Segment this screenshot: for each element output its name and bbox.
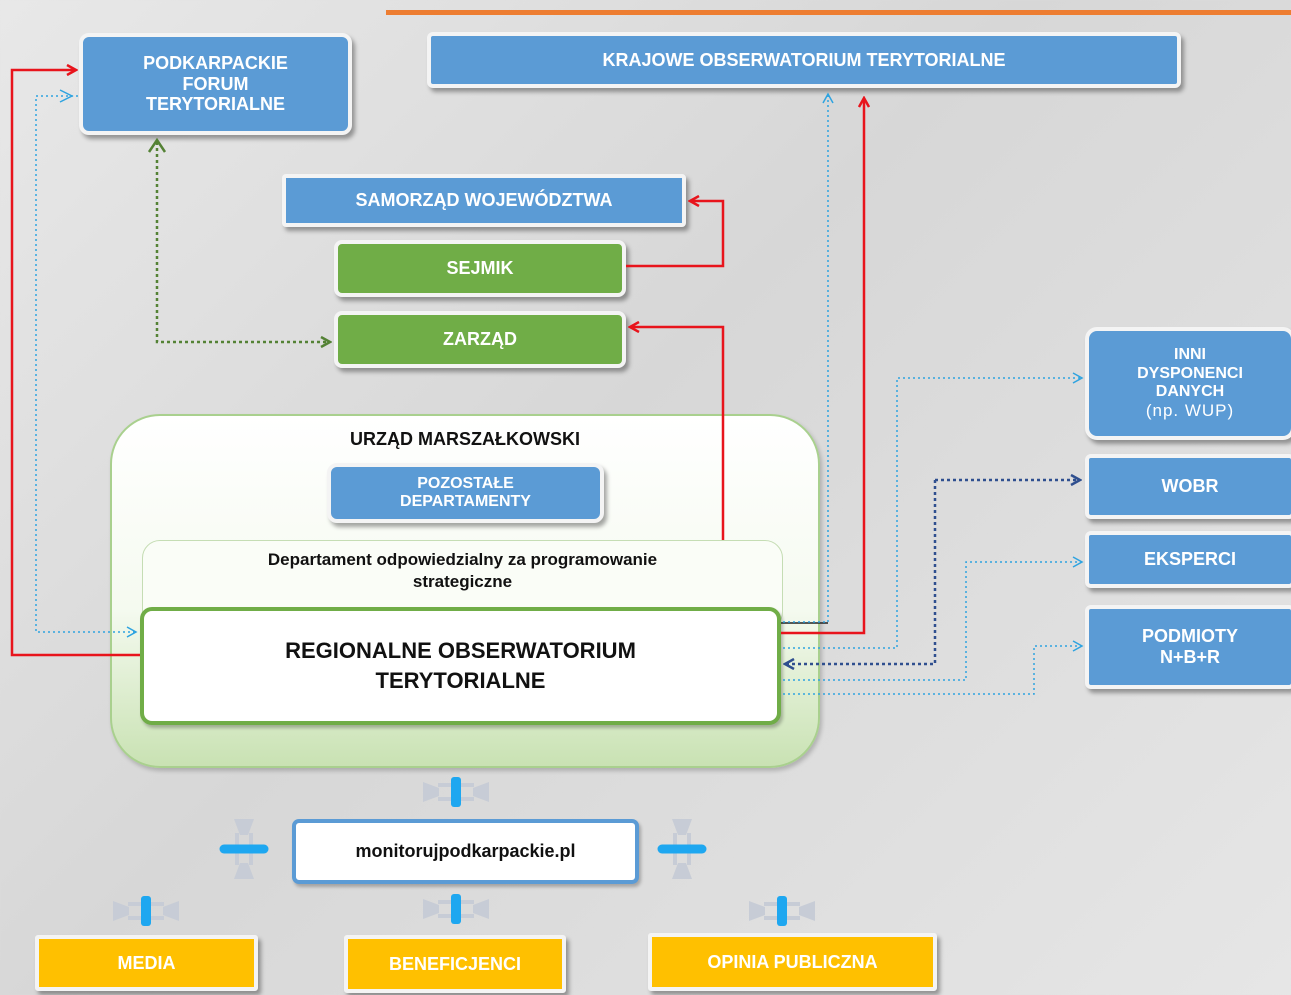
departament-line-2: strategiczne <box>412 572 513 592</box>
inni-line-2: DYSPONENCI <box>1137 364 1243 382</box>
media-label: MEDIA <box>117 952 176 973</box>
pft-line-1: PODKARPACKIE <box>143 52 288 73</box>
kot-label: KRAJOWE OBSERWATORIUM TERYTORIALNE <box>602 49 1006 70</box>
podkarpackie-forum-box: PODKARPACKIE FORUM TERYTORIALNE <box>79 33 352 135</box>
green-arrow-forum-zarzad <box>155 142 330 342</box>
krajowe-obserwatorium-box: KRAJOWE OBSERWATORIUM TERYTORIALNE <box>427 32 1181 88</box>
eksperci-box: EKSPERCI <box>1085 531 1291 588</box>
rot-line-1: REGIONALNE OBSERWATORIUM <box>285 638 636 664</box>
samorzad-label: SAMORZĄD WOJEWÓDZTWA <box>355 190 613 211</box>
green-arrowhead-forum <box>147 137 167 153</box>
red-arrow-rot-krajowe <box>781 98 864 635</box>
samorzad-wojewodztwa-box: SAMORZĄD WOJEWÓDZTWA <box>282 174 686 227</box>
inni-dysponenci-box: INNI DYSPONENCI DANYCH (np. WUP) <box>1085 327 1291 440</box>
pft-line-2: FORUM <box>182 73 249 94</box>
wobr-box: WOBR <box>1085 454 1291 519</box>
double-arrow-media <box>113 896 179 926</box>
opinia-label: OPINIA PUBLICZNA <box>707 951 878 972</box>
red-arrow-departament-zarzad <box>630 327 725 540</box>
cyan-arrow-forum-to-rot <box>35 95 138 638</box>
inni-note: (np. WUP) <box>1145 401 1235 421</box>
regionalne-obserwatorium-box: REGIONALNE OBSERWATORIUM TERYTORIALNE <box>140 607 781 725</box>
inni-line-3: DANYCH <box>1155 382 1225 400</box>
opinia-publiczna-box: OPINIA PUBLICZNA <box>648 933 937 991</box>
double-arrow-left-portal <box>219 819 269 879</box>
departament-label: Departament odpowiedzialny za programowa… <box>142 549 783 593</box>
top-accent-line <box>386 10 1291 15</box>
beneficjenci-box: BENEFICJENCI <box>344 935 566 993</box>
double-arrow-beneficjenci <box>423 894 489 924</box>
cyan-arrow-rot-inni <box>783 372 1084 649</box>
portal-label: monitorujpodkarpackie.pl <box>355 841 576 861</box>
podmioty-line-2: N+B+R <box>1159 647 1221 667</box>
wobr-label: WOBR <box>1161 476 1219 497</box>
double-arrow-opinia <box>749 896 815 926</box>
red-arrow-sejmik-samorzad <box>626 201 725 268</box>
zarzad-box: ZARZĄD <box>334 311 626 368</box>
rot-line-2: TERYTORIALNE <box>375 668 546 693</box>
double-arrow-rot-portal <box>423 777 489 807</box>
cyan-arrow-rot-podmioty <box>783 640 1084 695</box>
podmioty-line-1: PODMIOTY <box>1141 626 1238 647</box>
eksperci-label: EKSPERCI <box>1143 549 1237 570</box>
cyan-arrow-rot-krajowe <box>783 92 834 623</box>
sejmik-box: SEJMIK <box>334 240 626 297</box>
cyan-arrowhead-forum <box>59 89 74 103</box>
beneficjenci-label: BENEFICJENCI <box>388 953 522 974</box>
red-arrow-rot-to-forum <box>10 70 140 657</box>
media-box: MEDIA <box>35 935 258 991</box>
cyan-arrow-rot-eksperci <box>783 556 1084 681</box>
podmioty-box: PODMIOTY N+B+R <box>1085 605 1291 689</box>
sejmik-label: SEJMIK <box>446 258 514 279</box>
pft-line-3: TERYTORIALNE <box>145 94 285 115</box>
navy-arrow-wobr-rot <box>785 480 937 664</box>
pozostale-line-1: POZOSTAŁE <box>417 474 514 492</box>
zarzad-label: ZARZĄD <box>443 329 517 350</box>
departament-line-1: Departament odpowiedzialny za programowa… <box>267 550 658 569</box>
urzad-marszalkowski-label: URZĄD MARSZAŁKOWSKI <box>350 429 580 449</box>
double-arrow-right-portal <box>657 819 707 879</box>
pozostale-departamenty-box: POZOSTAŁE DEPARTAMENTY <box>327 463 604 523</box>
inni-line-1: INNI <box>1174 346 1206 364</box>
pozostale-line-2: DEPARTAMENTY <box>400 493 531 510</box>
monitorujpodkarpackie-portal-box: monitorujpodkarpackie.pl <box>292 819 639 884</box>
